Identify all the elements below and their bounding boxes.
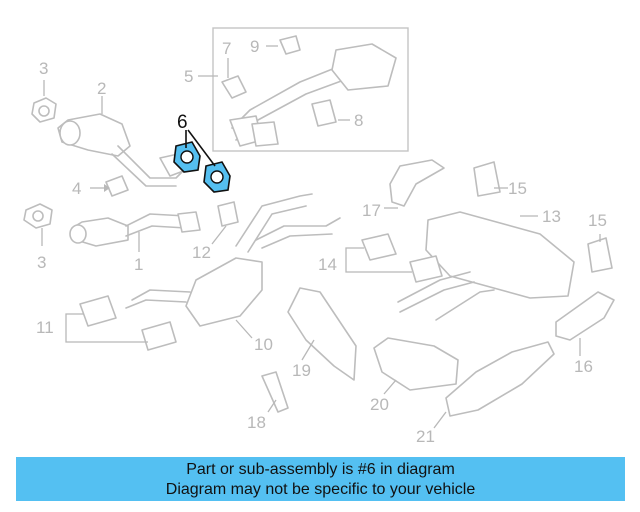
- callout-3-upper: 3: [39, 59, 48, 78]
- part-3-gasket-upper: [31, 80, 57, 123]
- callout-1: 1: [134, 255, 143, 274]
- part-21-heat-shield: [433, 341, 555, 429]
- callout-6: 6: [177, 112, 188, 133]
- callout-3-lower: 3: [37, 253, 46, 272]
- part-3-gasket-lower: [23, 203, 53, 246]
- part-15-hanger-lower: [587, 234, 613, 273]
- callout-4: 4: [72, 179, 81, 198]
- part-20-heat-shield: [373, 337, 459, 395]
- callout-11: 11: [36, 318, 54, 337]
- part-19-heat-shield: [287, 287, 357, 381]
- callout-5: 5: [184, 67, 193, 86]
- callout-18: 18: [247, 413, 266, 432]
- part-2-catalytic-converter: [57, 96, 187, 187]
- callout-16: 16: [574, 357, 593, 376]
- inset-frame: [212, 27, 409, 152]
- callout-14: 14: [318, 255, 337, 274]
- banner-line-2: Diagram may not be specific to your vehi…: [165, 481, 476, 498]
- callout-15-lower: 15: [588, 211, 607, 230]
- callout-7: 7: [222, 39, 231, 58]
- callout-13: 13: [542, 207, 561, 226]
- callout-15-upper: 15: [508, 179, 527, 198]
- part-13-rear-muffler: [397, 211, 575, 321]
- info-banner: Part or sub-assembly is #6 in diagram Di…: [16, 457, 625, 501]
- callout-2: 2: [97, 79, 106, 98]
- callout-17: 17: [362, 201, 381, 220]
- part-6-gasket-pair: [173, 129, 231, 193]
- part-15-hanger-upper: [473, 161, 508, 197]
- callout-9: 9: [250, 37, 259, 56]
- part-4-bracket: [90, 175, 129, 197]
- callout-20: 20: [370, 395, 389, 414]
- part-17-heat-shield: [384, 159, 445, 209]
- part-16-tailpipe: [555, 291, 615, 356]
- callout-19: 19: [292, 361, 311, 380]
- callout-10: 10: [254, 335, 273, 354]
- part-10-center-muffler: [125, 193, 341, 339]
- callout-12: 12: [192, 243, 211, 262]
- part-14-clamps: [345, 233, 443, 283]
- part-12-hanger: [211, 201, 239, 245]
- part-1-front-pipe: [69, 211, 201, 252]
- inset-rear-pipes: [198, 35, 397, 147]
- part-11-clamps: [65, 295, 177, 351]
- exhaust-parts-diagram: 1 2 3 3 4 5 6 7 8 9 10 11 12 13 14 15 15…: [23, 27, 615, 446]
- banner-line-1: Part or sub-assembly is #6 in diagram: [186, 461, 455, 478]
- callout-21: 21: [416, 427, 435, 446]
- callout-8: 8: [354, 111, 363, 130]
- part-18-bracket: [261, 371, 289, 413]
